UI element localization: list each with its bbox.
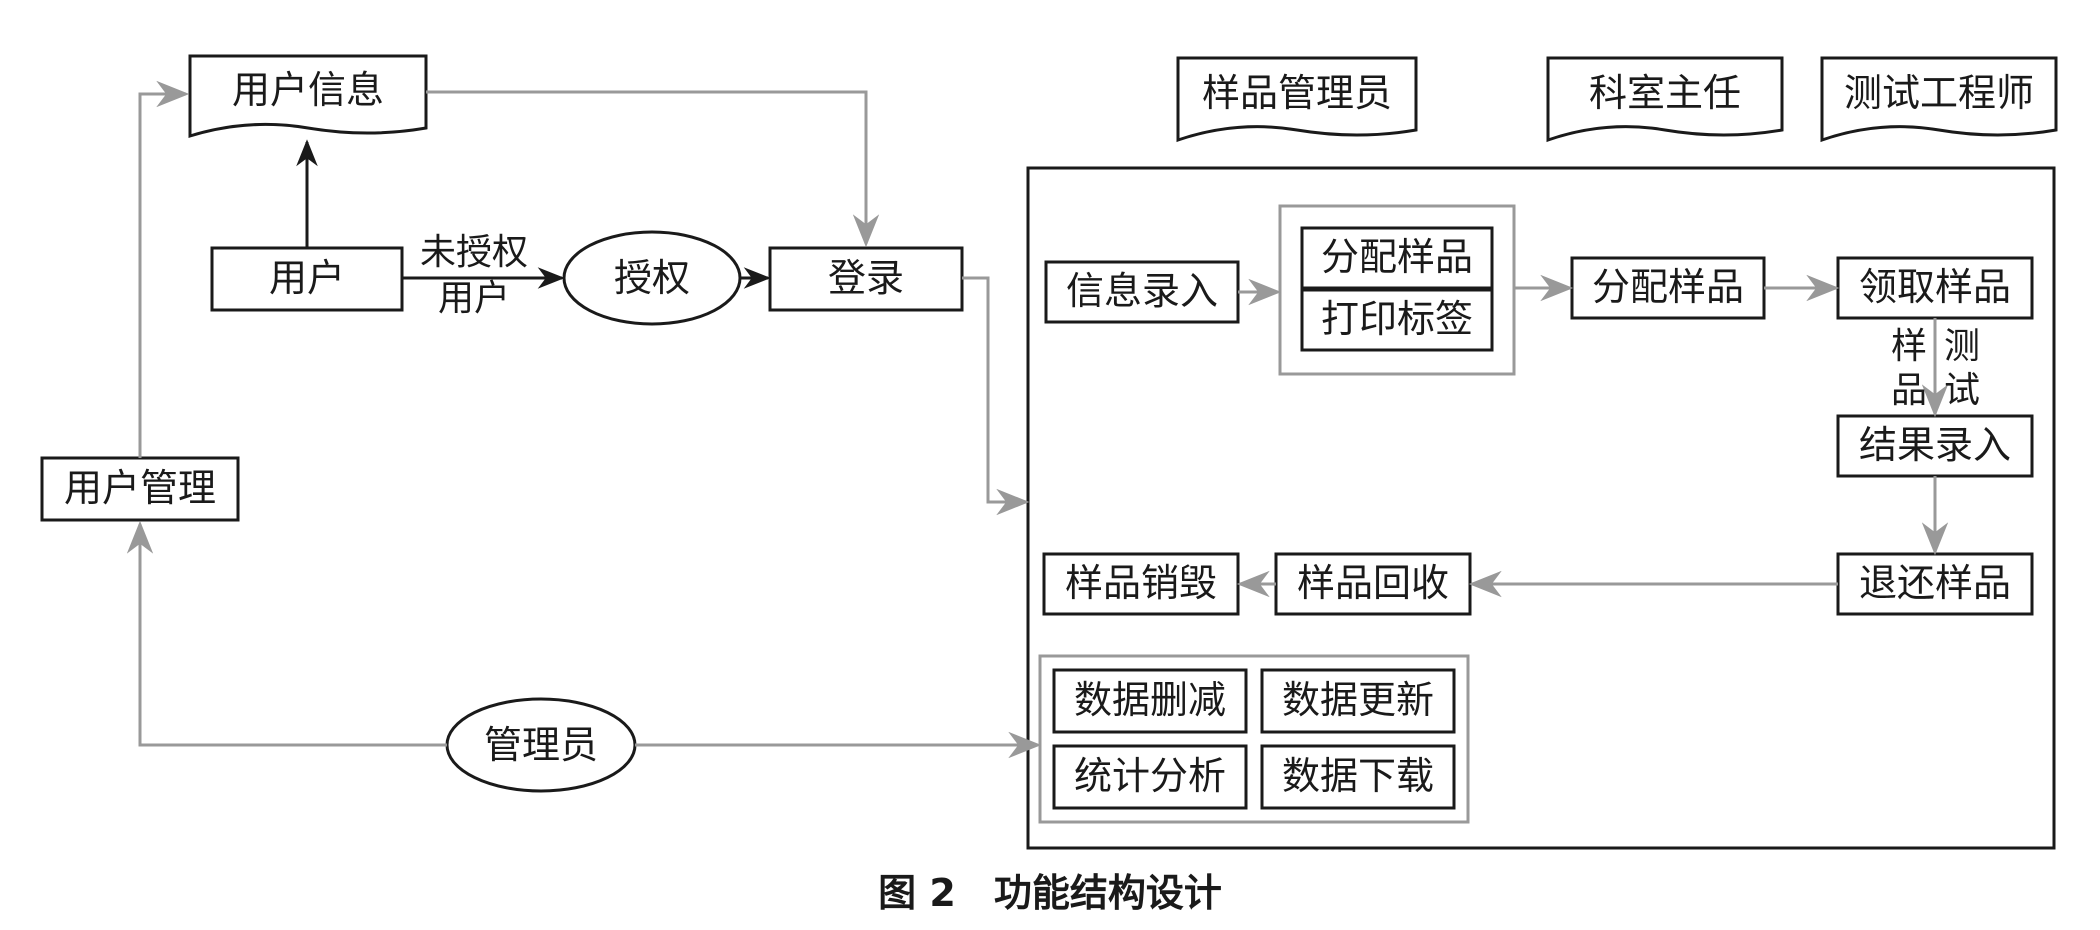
- figure-caption: 图 2 功能结构设计: [878, 871, 1222, 915]
- data-download-label: 数据下载: [1282, 754, 1434, 798]
- print-label-node: 打印标签: [1300, 288, 1494, 352]
- sample-recycle-label: 样品回收: [1297, 561, 1449, 605]
- arrow-usermgmt-to-userinfo: [138, 80, 190, 458]
- edge-label-test-2: 试: [1944, 370, 1980, 411]
- login-node-label: 登录: [828, 256, 904, 300]
- info-entry-label: 信息录入: [1066, 269, 1218, 313]
- authorize-node: 授权: [562, 230, 742, 326]
- stat-analysis-node: 统计分析: [1052, 744, 1248, 810]
- data-update-node: 数据更新: [1260, 668, 1456, 734]
- receive-sample-node: 领取样品: [1836, 256, 2034, 320]
- assign-sample-b-label: 分配样品: [1592, 265, 1744, 309]
- login-node: 登录: [768, 246, 964, 312]
- dept-director-label: 科室主任: [1589, 71, 1741, 115]
- print-label-label: 打印标签: [1321, 297, 1473, 341]
- edge-label-unauthorized-2: 用户: [438, 278, 510, 319]
- sample-admin-doc: 样品管理员: [1176, 56, 1418, 143]
- dept-director-doc: 科室主任: [1546, 56, 1784, 143]
- admin-node: 管理员: [445, 697, 637, 793]
- return-sample-node: 退还样品: [1836, 552, 2034, 616]
- data-delete-label: 数据删减: [1074, 678, 1226, 722]
- data-update-label: 数据更新: [1282, 678, 1434, 722]
- edge-label-unauthorized-1: 未授权: [420, 232, 528, 273]
- edge-label-sample-2: 品: [1891, 370, 1927, 411]
- arrow-userinfo-to-login: [426, 90, 880, 248]
- test-engineer-doc: 测试工程师: [1820, 56, 2058, 143]
- data-delete-node: 数据删减: [1052, 668, 1248, 734]
- result-entry-label: 结果录入: [1859, 423, 2011, 467]
- assign-sample-a-node: 分配样品: [1300, 226, 1494, 290]
- data-download-node: 数据下载: [1260, 744, 1456, 810]
- arrow-admin-to-usermgmt: [126, 520, 447, 747]
- user-mgmt-node-label: 用户管理: [64, 466, 216, 510]
- assign-sample-a-label: 分配样品: [1321, 235, 1473, 279]
- test-engineer-label: 测试工程师: [1844, 71, 2034, 115]
- user-mgmt-node: 用户管理: [40, 456, 240, 522]
- sample-admin-label: 样品管理员: [1202, 71, 1392, 115]
- user-node-label: 用户: [269, 256, 345, 300]
- receive-sample-label: 领取样品: [1859, 265, 2011, 309]
- user-info-doc: 用户信息: [188, 54, 428, 139]
- admin-node-label: 管理员: [484, 723, 598, 767]
- edge-label-test-1: 测: [1944, 326, 1980, 367]
- user-info-label: 用户信息: [232, 68, 384, 112]
- stat-analysis-label: 统计分析: [1074, 754, 1226, 798]
- sample-recycle-node: 样品回收: [1274, 552, 1472, 616]
- sample-destroy-label: 样品销毁: [1065, 561, 1217, 605]
- assign-sample-b-node: 分配样品: [1570, 256, 1766, 320]
- user-node: 用户: [210, 246, 404, 312]
- edge-label-sample-1: 样: [1891, 326, 1927, 367]
- result-entry-node: 结果录入: [1836, 414, 2034, 478]
- return-sample-label: 退还样品: [1859, 561, 2011, 605]
- sample-destroy-node: 样品销毁: [1042, 552, 1240, 616]
- arrow-login-to-system: [962, 276, 1030, 516]
- authorize-node-label: 授权: [614, 256, 690, 300]
- info-entry-node: 信息录入: [1044, 260, 1240, 324]
